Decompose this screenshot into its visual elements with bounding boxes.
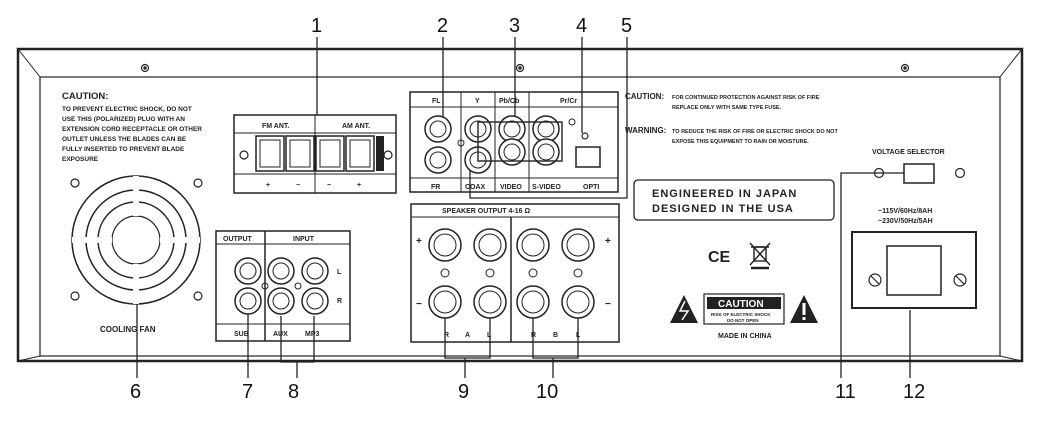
callout-7: 7 — [242, 381, 253, 403]
caution-right: CAUTION: FOR CONTINUED PROTECTION AGAINS… — [625, 92, 838, 145]
caution-label: CAUTION RISK OF ELECTRIC SHOCK DO NOT OP… — [670, 293, 818, 340]
antenna-terminal: FM ANT. AM ANT. + − − + — [233, 114, 397, 194]
lightning-warning-icon — [670, 295, 698, 323]
caution-right-title: CAUTION: — [625, 92, 664, 101]
warning-right-line: EXPOSE THIS EQUIPMENT TO RAIN OR MOISTUR… — [672, 139, 809, 145]
exclamation-warning-icon — [790, 295, 818, 323]
made-in-label: MADE IN CHINA — [718, 333, 772, 340]
fm-minus-label: − — [296, 182, 300, 189]
caution-label-title: CAUTION — [718, 299, 764, 310]
callout-numbers: 1 2 3 4 5 6 7 8 9 10 11 12 — [130, 15, 925, 403]
caution-right-line: REPLACE ONLY WITH SAME TYPE FUSE. — [672, 105, 782, 111]
caution-left-line: OUTLET UNLESS THE BLADES CAN BE — [62, 136, 187, 143]
callout-1: 1 — [311, 15, 322, 37]
speaker-output: SPEAKER OUTPUT 4-16 Ω + − + − R A L R B … — [410, 203, 620, 343]
voltage-spec-2: ~230V/50Hz/5AH — [878, 218, 933, 225]
voltage-selector: VOLTAGE SELECTOR — [872, 149, 966, 184]
input-l-label: L — [337, 269, 342, 276]
callout-11: 11 — [835, 381, 856, 403]
am-antenna-label: AM ANT. — [342, 123, 370, 130]
ce-mark: CE — [708, 249, 731, 266]
prcr-label: Pr/Cr — [560, 98, 577, 105]
speaker-b-l: L — [576, 332, 581, 339]
callout-5: 5 — [621, 15, 632, 37]
caution-left-line: USE THIS (POLARIZED) PLUG WITH AN — [62, 116, 185, 123]
opti-label: OPTI — [583, 184, 599, 191]
callout-12: 12 — [903, 381, 925, 403]
fl-label: FL — [432, 98, 441, 105]
callout-2: 2 — [437, 15, 448, 37]
caution-left: CAUTION: TO PREVENT ELECTRIC SHOCK, DO N… — [62, 91, 202, 163]
voltage-selector-label: VOLTAGE SELECTOR — [872, 149, 945, 156]
fm-antenna-label: FM ANT. — [262, 123, 289, 130]
engineered-line-2: DESIGNED IN THE USA — [652, 203, 794, 215]
y-label: Y — [475, 98, 480, 105]
callout-8: 8 — [288, 381, 299, 403]
am-minus-label: − — [327, 182, 331, 189]
video-input-panel: FL Y Pb/Cb Pr/Cr FR COAX VIDEO S-VIDEO O… — [409, 91, 619, 193]
cooling-fan-label: COOLING FAN — [100, 325, 156, 334]
certification-marks: CE — [708, 242, 771, 270]
callout-6: 6 — [130, 381, 141, 403]
callout-9: 9 — [458, 381, 469, 403]
caution-label-sub1: RISK OF ELECTRIC SHOCK — [711, 312, 771, 317]
callout-10: 10 — [536, 381, 558, 403]
mp3-label: MP3 — [305, 331, 320, 338]
chassis — [16, 47, 1024, 363]
caution-label-sub2: DO NOT OPEN — [727, 318, 759, 323]
speaker-a-r: R — [444, 332, 449, 339]
engineered-badge: ENGINEERED IN JAPAN DESIGNED IN THE USA — [633, 179, 835, 221]
audio-io-panel: OUTPUT INPUT SUB AUX MP3 L R — [215, 230, 351, 342]
sub-label: SUB — [234, 331, 249, 338]
fm-plus-label: + — [266, 182, 270, 189]
speaker-a-l: L — [487, 332, 492, 339]
warning-right-title: WARNING: — [625, 126, 666, 135]
speaker-a-minus: − — [416, 299, 422, 310]
callout-4: 4 — [576, 15, 587, 37]
warning-right-line: TO REDUCE THE RISK OF FIRE OR ELECTRIC S… — [672, 129, 838, 135]
fr-label: FR — [431, 184, 440, 191]
output-label: OUTPUT — [223, 236, 253, 243]
voltage-spec-1: ~115V/60Hz/8AH — [878, 208, 932, 215]
caution-left-line: FULLY INSERTED TO PREVENT BLADE — [62, 146, 185, 153]
cooling-fan: COOLING FAN — [70, 175, 203, 334]
video-label: VIDEO — [500, 184, 522, 191]
speaker-b-plus: + — [605, 236, 611, 247]
caution-left-line: TO PREVENT ELECTRIC SHOCK, DO NOT — [62, 106, 192, 113]
input-r-label: R — [337, 298, 342, 305]
aux-label: AUX — [273, 331, 288, 338]
am-plus-label: + — [357, 182, 361, 189]
power-inlet: ~115V/60Hz/8AH ~230V/50Hz/5AH — [851, 208, 977, 309]
speaker-a-label: A — [465, 332, 470, 339]
caution-left-title: CAUTION: — [62, 91, 108, 102]
speaker-a-plus: + — [416, 236, 422, 247]
caution-left-line: EXPOSURE — [62, 156, 99, 163]
speaker-b-label: B — [553, 332, 558, 339]
coax-label: COAX — [465, 184, 486, 191]
speaker-b-r: R — [531, 332, 536, 339]
svideo-label: S-VIDEO — [532, 184, 561, 191]
callout-3: 3 — [509, 15, 520, 37]
caution-right-line: FOR CONTINUED PROTECTION AGAINST RISK OF… — [672, 95, 820, 101]
weee-bin-icon — [749, 242, 771, 270]
engineered-line-1: ENGINEERED IN JAPAN — [652, 188, 797, 200]
input-label: INPUT — [293, 236, 315, 243]
speaker-b-minus: − — [605, 299, 611, 310]
pbcb-label: Pb/Cb — [499, 98, 519, 105]
speaker-output-title: SPEAKER OUTPUT 4-16 Ω — [442, 208, 530, 215]
caution-left-line: EXTENSION CORD RECEPTACLE OR OTHER — [62, 126, 202, 133]
